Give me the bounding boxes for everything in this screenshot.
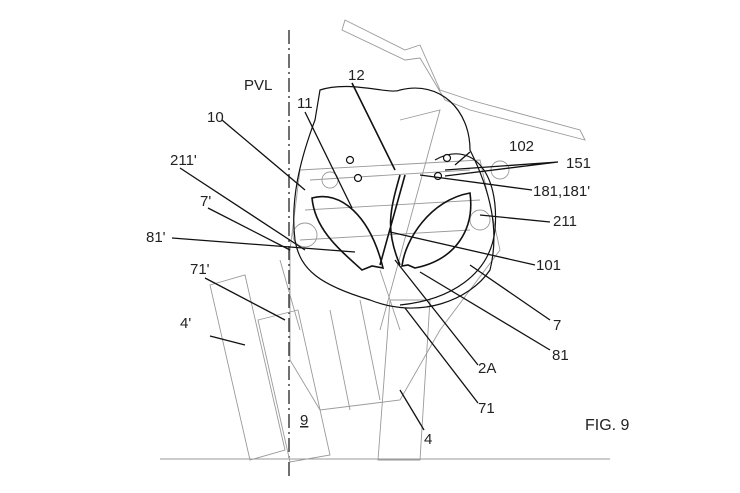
label-7-prime: 7' xyxy=(200,193,211,210)
outline-shapes xyxy=(293,82,497,309)
label-81: 81 xyxy=(552,347,569,364)
label-10: 10 xyxy=(207,109,224,126)
label-9: 9 xyxy=(300,412,308,429)
label-7: 7 xyxy=(553,317,561,334)
label-211: 211 xyxy=(553,213,577,230)
label-2a: 2A xyxy=(478,360,496,377)
label-81-prime: 81' xyxy=(146,229,166,246)
label-211-prime: 211' xyxy=(170,152,197,169)
leader-lines xyxy=(171,111,559,431)
label-101: 101 xyxy=(536,257,561,274)
points-151 xyxy=(345,153,452,183)
label-4: 4 xyxy=(424,431,432,448)
label-71-prime: 71' xyxy=(190,261,210,278)
handlebar xyxy=(341,19,586,141)
label-4-prime: 4' xyxy=(180,315,191,332)
label-151: 151 xyxy=(566,155,591,172)
engine-body xyxy=(279,109,510,411)
label-181: 181,181' xyxy=(533,183,590,200)
figure-caption: FIG. 9 xyxy=(585,417,630,434)
label-102: 102 xyxy=(509,138,534,155)
label-pvl: PVL xyxy=(244,77,272,94)
label-71: 71 xyxy=(478,400,495,417)
label-11: 11 xyxy=(297,95,313,112)
wheels xyxy=(209,274,431,463)
label-12: 12 xyxy=(348,67,365,84)
